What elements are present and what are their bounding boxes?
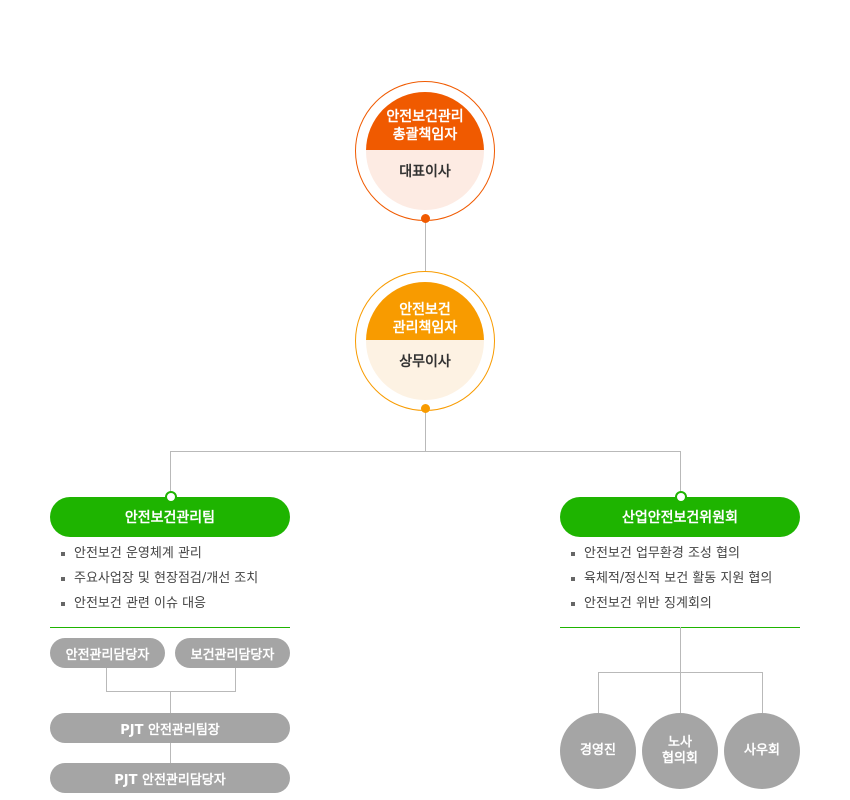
director-role-line1: 안전보건 bbox=[399, 302, 451, 318]
ceo-connector-dot bbox=[421, 214, 430, 223]
member-labor-council-line1: 노사 bbox=[668, 735, 692, 750]
ceo-role-header: 안전보건관리 총괄책임자 bbox=[366, 92, 484, 150]
committee-name: 산업안전보건위원회 bbox=[622, 510, 738, 526]
connector-branch-horizontal bbox=[170, 451, 681, 452]
committee-header: 산업안전보건위원회 bbox=[560, 497, 800, 537]
director-role-header: 안전보건 관리책임자 bbox=[366, 282, 484, 340]
connector-director-branch bbox=[425, 412, 426, 452]
team-duty-item: 안전보건 운영체계 관리 bbox=[58, 541, 258, 566]
ceo-role-line1: 안전보건관리 bbox=[386, 109, 464, 125]
connector-branch-left bbox=[170, 451, 171, 496]
ceo-title-area: 대표이사 bbox=[366, 150, 484, 210]
member-labor-council: 노사 협의회 bbox=[642, 713, 718, 789]
pjt-team-lead: PJT 안전관리팀장 bbox=[50, 713, 290, 743]
member-labor-council-line2: 협의회 bbox=[662, 751, 698, 766]
team-duties-list: 안전보건 운영체계 관리 주요사업장 및 현장점검/개선 조치 안전보건 관련 … bbox=[58, 541, 258, 616]
committee-duty-item: 육체적/정신적 보건 활동 지원 협의 bbox=[568, 566, 772, 591]
committee-members-connector-left bbox=[598, 672, 599, 713]
member-employee-association: 사우회 bbox=[724, 713, 800, 789]
committee-duty-item: 안전보건 업무환경 조성 협의 bbox=[568, 541, 772, 566]
committee-members-connector-horizontal bbox=[598, 672, 763, 673]
committee-duty-item: 안전보건 위반 징계회의 bbox=[568, 591, 772, 616]
director-title: 상무이사 bbox=[399, 354, 451, 370]
team-name: 안전보건관리팀 bbox=[124, 510, 216, 526]
team-staff-connector-left bbox=[106, 668, 107, 692]
director-connector-dot bbox=[421, 404, 430, 413]
team-duty-item: 주요사업장 및 현장점검/개선 조치 bbox=[58, 566, 258, 591]
team-duty-item: 안전보건 관련 이슈 대응 bbox=[58, 591, 258, 616]
director-node: 안전보건 관리책임자 상무이사 bbox=[366, 282, 484, 400]
pjt-safety-staff-label: PJT 안전관리담당자 bbox=[114, 772, 226, 788]
connector-branch-right bbox=[680, 451, 681, 496]
director-role-line2: 관리책임자 bbox=[392, 320, 458, 336]
ceo-role-line2: 총괄책임자 bbox=[392, 127, 458, 143]
ceo-node: 안전보건관리 총괄책임자 대표이사 bbox=[366, 92, 484, 210]
committee-connector-dot bbox=[675, 491, 687, 503]
director-title-area: 상무이사 bbox=[366, 340, 484, 400]
team-staff-safety: 안전관리담당자 bbox=[50, 638, 165, 668]
team-header: 안전보건관리팀 bbox=[50, 497, 290, 537]
team-divider bbox=[50, 627, 290, 628]
team-staff-health: 보건관리담당자 bbox=[175, 638, 290, 668]
pjt-chain-connector bbox=[170, 743, 171, 763]
team-staff-health-label: 보건관리담당자 bbox=[190, 647, 275, 663]
team-staff-safety-label: 안전관리담당자 bbox=[65, 647, 150, 663]
member-employee-association-label: 사우회 bbox=[744, 743, 780, 758]
committee-members-connector-right bbox=[762, 672, 763, 713]
connector-ceo-director bbox=[425, 222, 426, 272]
committee-members-connector-down bbox=[680, 627, 681, 713]
pjt-safety-staff: PJT 안전관리담당자 bbox=[50, 763, 290, 793]
member-management: 경영진 bbox=[560, 713, 636, 789]
committee-duties-list: 안전보건 업무환경 조성 협의 육체적/정신적 보건 활동 지원 협의 안전보건… bbox=[568, 541, 772, 616]
team-connector-dot bbox=[165, 491, 177, 503]
team-staff-connector-join bbox=[106, 691, 236, 692]
team-staff-connector-right bbox=[235, 668, 236, 692]
team-staff-connector-down bbox=[170, 691, 171, 713]
ceo-title: 대표이사 bbox=[399, 164, 451, 180]
member-management-label: 경영진 bbox=[580, 743, 616, 758]
pjt-team-lead-label: PJT 안전관리팀장 bbox=[120, 722, 220, 738]
